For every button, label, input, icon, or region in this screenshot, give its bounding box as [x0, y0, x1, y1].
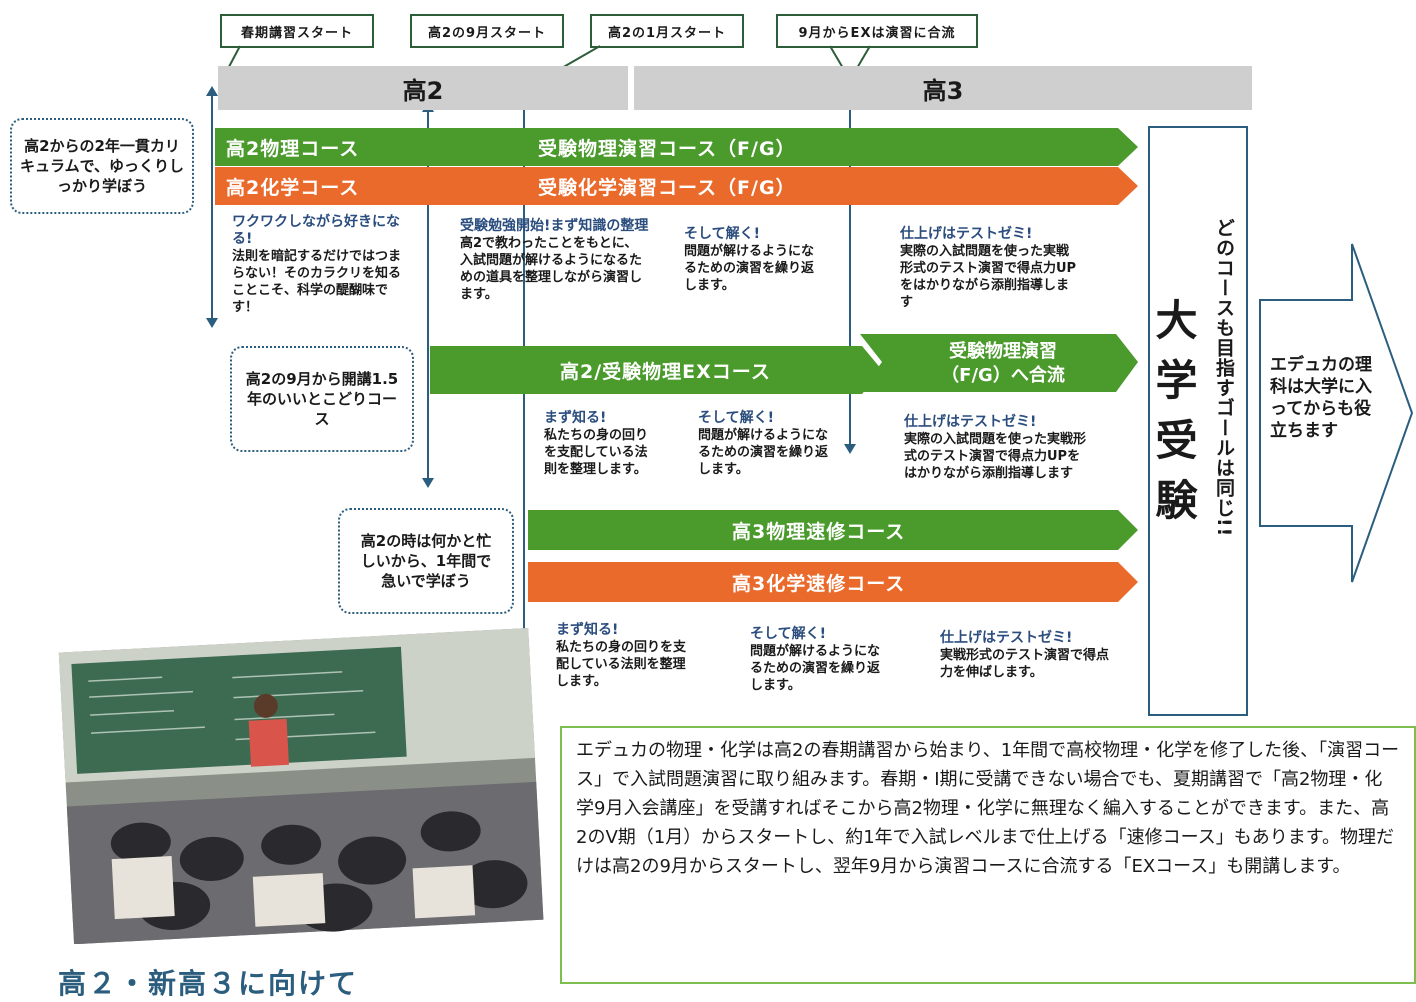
note-1: ワクワクしながら好きになる! 法則を暗記するだけではつまらない！そのカラクリを知…	[232, 214, 412, 316]
course-phys-ex: 受験物理演習コース（F/G）	[538, 137, 796, 160]
note-3: そして解く! 問題が解けるようになるための演習を繰り返します。	[684, 226, 824, 294]
goal-box: 大学受験 どのコースも目指すゴールは同じ!!	[1148, 126, 1248, 716]
note-10: 仕上げはテストゼミ! 実戦形式のテスト演習で得点力を伸ばします。	[940, 630, 1110, 681]
note-10-body: 実戦形式のテスト演習で得点力を伸ばします。	[940, 648, 1110, 680]
course-merge: 受験物理演習 （F/G）へ合流	[908, 340, 1098, 388]
right-arrow-text: エデュカの理科は大学に入ってからも役立ちます	[1270, 355, 1372, 441]
note-9-heading: そして解く!	[750, 626, 826, 642]
note-6-heading: そして解く!	[698, 410, 774, 426]
classroom-photo	[58, 628, 544, 944]
note-5-body: 私たちの身の回りを支配している法則を整理します。	[544, 428, 649, 477]
note-2-heading: 受験勉強開始!まず知識の整理	[460, 218, 649, 234]
note-7: 仕上げはテストゼミ! 実際の入試問題を使った実戦形式のテスト演習で得点力UPをは…	[904, 414, 1086, 482]
note-8-body: 私たちの身の回りを支配している法則を整理します。	[556, 640, 687, 689]
note-4-body: 実際の入試問題を使った実戦形式のテスト演習で得点力UPをはかりながら添削指導しま…	[900, 244, 1077, 310]
goal-main: 大学受験	[1149, 298, 1198, 538]
bottom-heading: 高２・新高３に向けて	[58, 967, 359, 1000]
bubble-rapid: 高2の時は何かと忙しいから、1年間で急いで学ぼう	[338, 508, 514, 614]
right-arrow-shape	[1259, 243, 1414, 583]
year-bar-2: 高2	[218, 66, 628, 110]
course-chem2: 高2化学コース	[226, 176, 360, 199]
note-1-heading: ワクワクしながら好きになる!	[232, 214, 400, 247]
callout-sept: 高2の9月スタート	[410, 14, 564, 48]
callout-spring: 春期講習スタート	[220, 14, 374, 48]
note-2: 受験勉強開始!まず知識の整理 高2で教わったことをもとに、入試問題が解けるように…	[460, 218, 650, 303]
note-9: そして解く! 問題が解けるようになるための演習を繰り返します。	[750, 626, 880, 694]
bubble-two-year: 高2からの2年一貫カリキュラムで、ゆっくりしっかり学ぼう	[10, 118, 194, 214]
course-merge-line1: 受験物理演習	[949, 341, 1057, 362]
note-8-heading: まず知る!	[556, 622, 619, 638]
goal-side: どのコースも目指すゴールは同じ!!	[1213, 218, 1235, 538]
note-5: まず知る! 私たちの身の回りを支配している法則を整理します。	[544, 410, 660, 478]
description-paragraph: エデュカの物理・化学は高2の春期講習から始まり、1年間で高校物理・化学を修了した…	[560, 726, 1416, 984]
note-4: 仕上げはテストゼミ! 実際の入試問題を使った実戦形式のテスト演習で得点力UPをは…	[900, 226, 1080, 311]
note-6: そして解く! 問題が解けるようになるための演習を繰り返します。	[698, 410, 828, 478]
course-merge-line2: （F/G）へ合流	[941, 365, 1065, 386]
callout-ex-merge: 9月からEXは演習に合流	[776, 14, 978, 48]
bubble-ex-course: 高2の9月から開講1.5年のいいとこどりコース	[230, 346, 414, 452]
year-bar-3: 高3	[634, 66, 1252, 110]
note-7-body: 実際の入試問題を使った実戦形式のテスト演習で得点力UPをはかりながら添削指導しま…	[904, 432, 1087, 481]
note-10-heading: 仕上げはテストゼミ!	[940, 630, 1073, 646]
note-4-heading: 仕上げはテストゼミ!	[900, 226, 1033, 242]
course-chem-ex: 受験化学演習コース（F/G）	[538, 176, 796, 199]
note-1-body: 法則を暗記するだけではつまらない！そのカラクリを知ることこそ、科学の醍醐味です！	[232, 249, 402, 315]
note-2-body: 高2で教わったことをもとに、入試問題が解けるようになるための道具を整理しながら演…	[460, 236, 643, 302]
callout-jan: 高2の1月スタート	[590, 14, 744, 48]
note-7-heading: 仕上げはテストゼミ!	[904, 414, 1037, 430]
note-6-body: 問題が解けるようになるための演習を繰り返します。	[698, 428, 829, 477]
course-phys2: 高2物理コース	[226, 137, 360, 160]
note-5-heading: まず知る!	[544, 410, 607, 426]
course-phys3: 高3物理速修コース	[732, 520, 906, 543]
note-8: まず知る! 私たちの身の回りを支配している法則を整理します。	[556, 622, 686, 690]
note-3-body: 問題が解けるようになるための演習を繰り返します。	[684, 244, 815, 293]
note-3-heading: そして解く!	[684, 226, 760, 242]
course-ex: 高2/受験物理EXコース	[560, 360, 771, 383]
note-9-body: 問題が解けるようになるための演習を繰り返します。	[750, 644, 881, 693]
course-chem3: 高3化学速修コース	[732, 572, 906, 595]
